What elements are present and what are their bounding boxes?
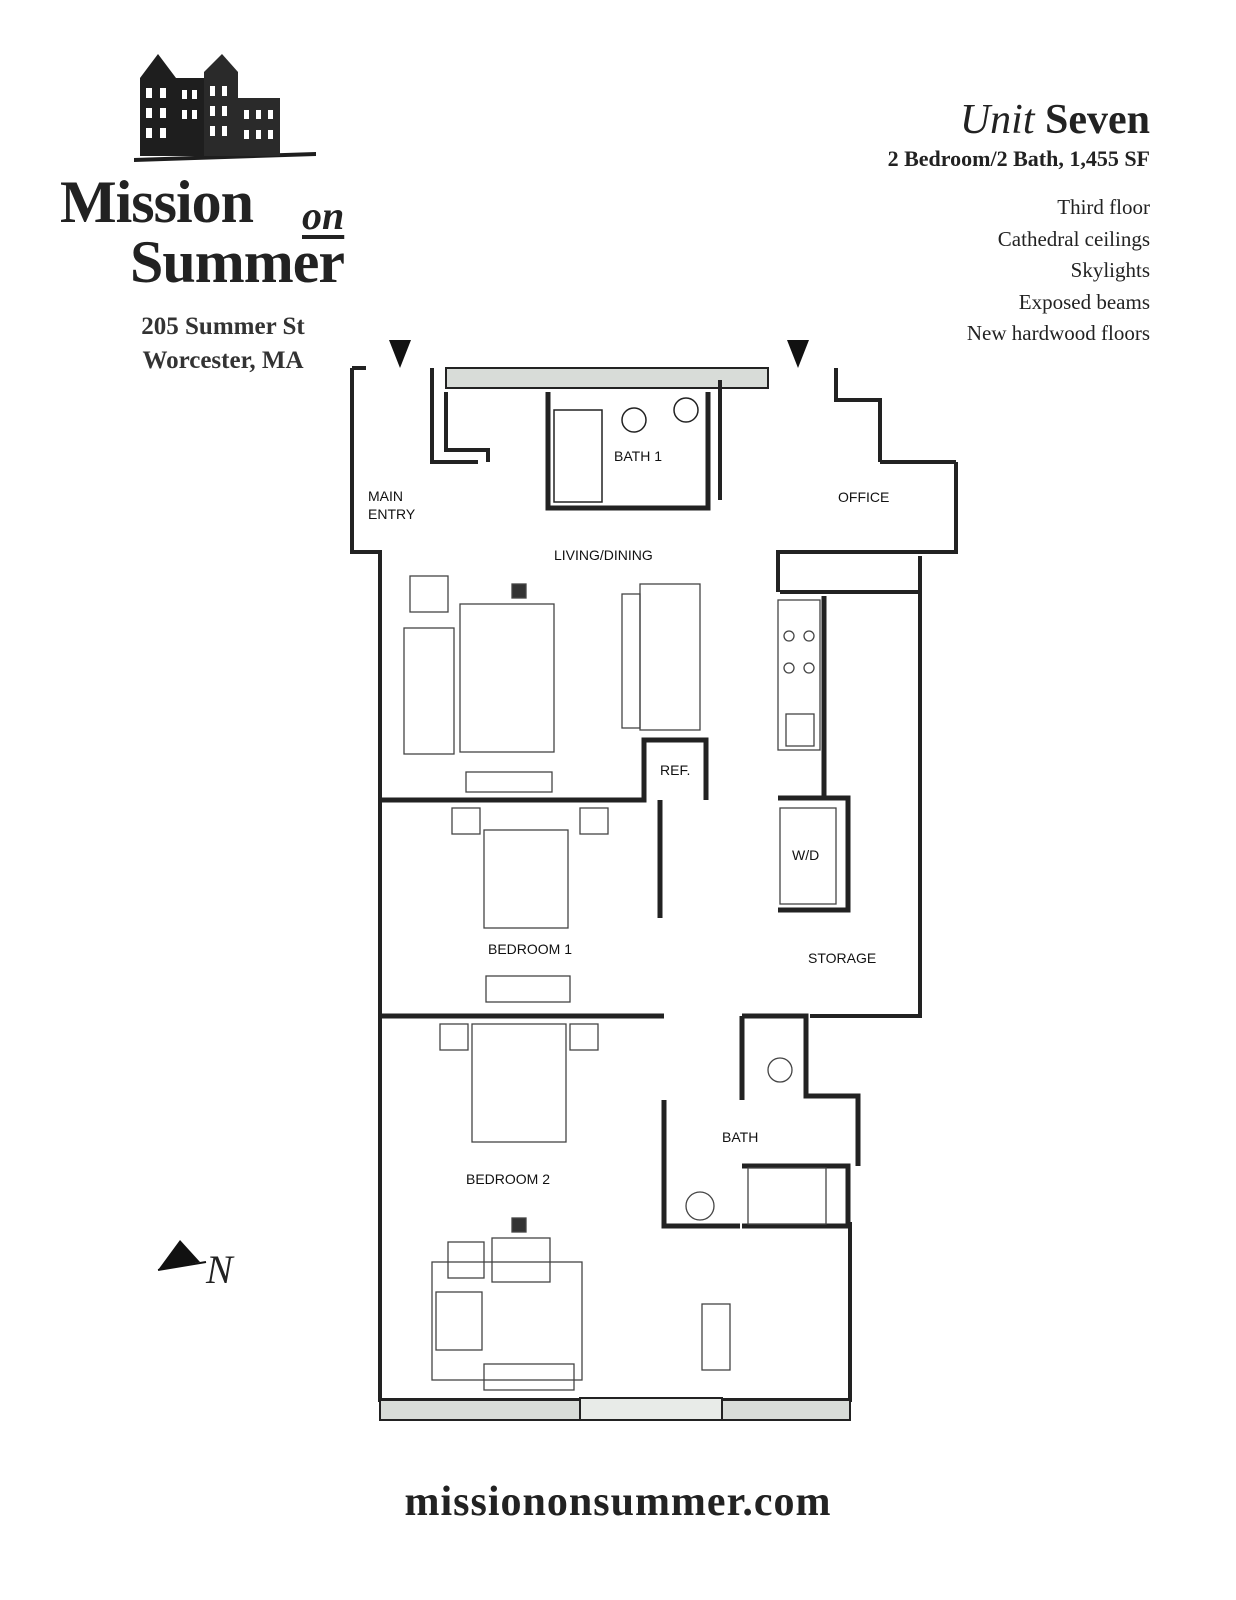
furniture — [403, 575, 837, 1391]
unit-subtitle: 2 Bedroom/2 Bath, 1,455 SF — [887, 146, 1150, 171]
room-label-main-entry: MAIN — [368, 488, 403, 504]
entry-arrow-icon — [389, 340, 411, 368]
unit-title-prefix: Unit — [959, 97, 1035, 143]
room-label-office: OFFICE — [838, 489, 889, 505]
exterior-walls — [350, 366, 958, 1402]
feature-list: Third floor Cathedral ceilings Skylights… — [967, 192, 1150, 350]
brand-name-line1: Mission — [60, 169, 254, 235]
room-label-bath: BATH — [722, 1129, 758, 1145]
address-street: 205 Summer St — [141, 313, 305, 340]
building-sketch-icon — [134, 54, 316, 162]
address-city: Worcester, MA — [142, 347, 304, 374]
unit-title: Unit Seven — [960, 96, 1150, 144]
feature-item: Skylights — [1070, 258, 1150, 282]
website-link[interactable]: missiononsummer.com — [404, 1479, 832, 1525]
room-label-bedroom2: BEDROOM 2 — [466, 1171, 550, 1187]
feature-item: New hardwood floors — [966, 321, 1150, 345]
feature-item: Third floor — [1057, 195, 1150, 219]
compass-label: N — [206, 1247, 233, 1292]
room-label-main-entry-2: ENTRY — [368, 506, 416, 522]
brand-name-on: on — [302, 193, 345, 238]
brand-name-line2: Summer — [130, 229, 345, 295]
room-label-wd: W/D — [792, 847, 819, 863]
feature-item: Exposed beams — [1018, 289, 1150, 314]
address: 205 Summer St Worcester, MA — [118, 310, 328, 378]
entry-arrow-icon — [787, 340, 809, 368]
room-label-storage: STORAGE — [808, 950, 876, 966]
window-band — [579, 1397, 723, 1421]
feature-item: Cathedral ceilings — [997, 226, 1150, 251]
room-label-bedroom1: BEDROOM 1 — [488, 941, 572, 957]
unit-title-name: Seven — [1045, 97, 1150, 143]
room-label-ref: REF. — [660, 762, 690, 778]
north-arrow-icon — [157, 1240, 207, 1271]
room-label-bath1: BATH 1 — [614, 448, 662, 464]
interior-walls — [380, 392, 861, 1229]
room-label-living-dining: LIVING/DINING — [554, 547, 653, 563]
